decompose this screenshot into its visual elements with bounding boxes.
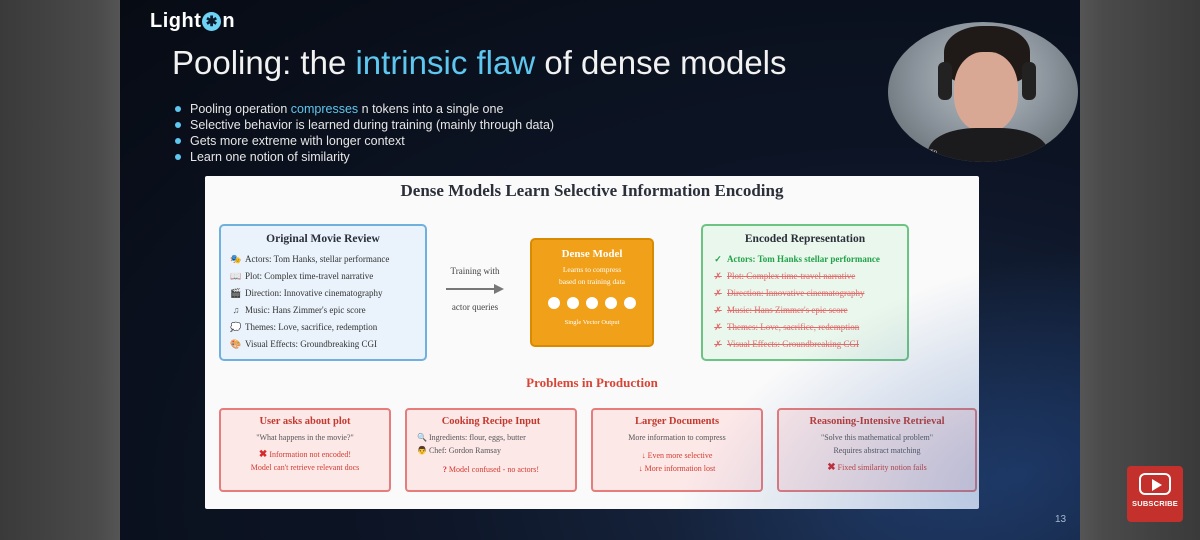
lighton-logo: Light✱n <box>150 10 236 32</box>
bullet-item: Learn one notion of similarity <box>172 149 554 165</box>
magnifier-icon: 🔍 <box>417 433 427 442</box>
figure-title: Dense Models Learn Selective Information… <box>400 181 784 200</box>
problems-title: Problems in Production <box>526 375 658 390</box>
encoded-dropped-item: ✗Visual Effects: Groundbreaking CGI <box>703 336 907 353</box>
x-mark-icon: ✖ <box>258 449 268 460</box>
speech-bubble-icon: 💭 <box>230 322 242 332</box>
speaker-name: Antoine Chaffin <box>896 150 937 156</box>
cross-icon: ✗ <box>714 271 722 281</box>
encoded-kept-item: ✓Actors: Tom Hanks stellar performance <box>703 251 907 268</box>
actor-icon: 🎭 <box>230 254 242 264</box>
speaker-webcam: Antoine Chaffin <box>888 22 1078 162</box>
original-review-heading: Original Movie Review <box>266 233 380 245</box>
diagram-figure: Dense Models Learn Selective Information… <box>205 176 979 509</box>
x-mark-icon: ✖ <box>827 462 836 473</box>
check-icon: ✓ <box>714 254 722 264</box>
bullet-item: Pooling operation compresses n tokens in… <box>172 101 554 117</box>
bullet-item: Selective behavior is learned during tra… <box>172 117 554 133</box>
vector-dot <box>624 297 636 309</box>
encoded-representation-box: Encoded Representation ✓Actors: Tom Hank… <box>701 224 909 361</box>
cross-icon: ✗ <box>714 339 722 349</box>
question-mark-icon: ? <box>442 465 447 474</box>
encoded-dropped-item: ✗Plot: Complex time-travel narrative <box>703 268 907 285</box>
review-item: 💭Themes: Love, sacrifice, redemption <box>221 319 425 336</box>
review-item: 🎬Direction: Innovative cinematography <box>221 285 425 302</box>
problem-box-larger-docs: Larger Documents More information to com… <box>591 408 763 492</box>
problem-box-recipe: Cooking Recipe Input 🔍 Ingredients: flou… <box>405 408 577 492</box>
encoded-dropped-item: ✗Direction: Innovative cinematography <box>703 285 907 302</box>
chef-icon: 👨 <box>417 446 427 455</box>
arrow-right-icon <box>446 282 504 296</box>
clapper-icon: 🎬 <box>230 288 242 298</box>
subscribe-button[interactable]: SUBSCRIBE <box>1127 466 1183 522</box>
vector-dot <box>548 297 560 309</box>
problem-box-plot: User asks about plot "What happens in th… <box>219 408 391 492</box>
youtube-play-icon <box>1139 473 1171 495</box>
problem-box-reasoning: Reasoning-Intensive Retrieval "Solve thi… <box>777 408 977 492</box>
cross-icon: ✗ <box>714 305 722 315</box>
training-arrow: Training with actor queries <box>435 266 515 312</box>
encoded-dropped-item: ✗Music: Hans Zimmer's epic score <box>703 302 907 319</box>
vector-dot <box>586 297 598 309</box>
star-icon: ✱ <box>202 12 222 31</box>
vector-dots <box>532 297 652 309</box>
review-item: 🎨Visual Effects: Groundbreaking CGI <box>221 336 425 353</box>
subscribe-label: SUBSCRIBE <box>1132 499 1178 508</box>
slide-title: Pooling: the intrinsic flaw of dense mod… <box>172 44 787 81</box>
vector-dot <box>567 297 579 309</box>
vector-dot <box>605 297 617 309</box>
encoded-heading: Encoded Representation <box>744 233 866 245</box>
book-icon: 📖 <box>230 271 242 281</box>
palette-icon: 🎨 <box>230 339 242 349</box>
cross-icon: ✗ <box>714 322 722 332</box>
encoded-dropped-item: ✗Themes: Love, sacrifice, redemption <box>703 319 907 336</box>
original-review-box: Original Movie Review 🎭Actors: Tom Hanks… <box>219 224 427 361</box>
review-item: ♫Music: Hans Zimmer's epic score <box>221 302 425 319</box>
review-item: 🎭Actors: Tom Hanks, stellar performance <box>221 251 425 268</box>
cross-icon: ✗ <box>714 288 722 298</box>
bullet-list: Pooling operation compresses n tokens in… <box>172 101 554 165</box>
review-item: 📖Plot: Complex time-travel narrative <box>221 268 425 285</box>
music-icon: ♫ <box>232 305 240 315</box>
page-number: 13 <box>1055 514 1067 525</box>
bullet-item: Gets more extreme with longer context <box>172 133 554 149</box>
presentation-slide: Light✱n Pooling: the intrinsic flaw of d… <box>120 0 1080 540</box>
